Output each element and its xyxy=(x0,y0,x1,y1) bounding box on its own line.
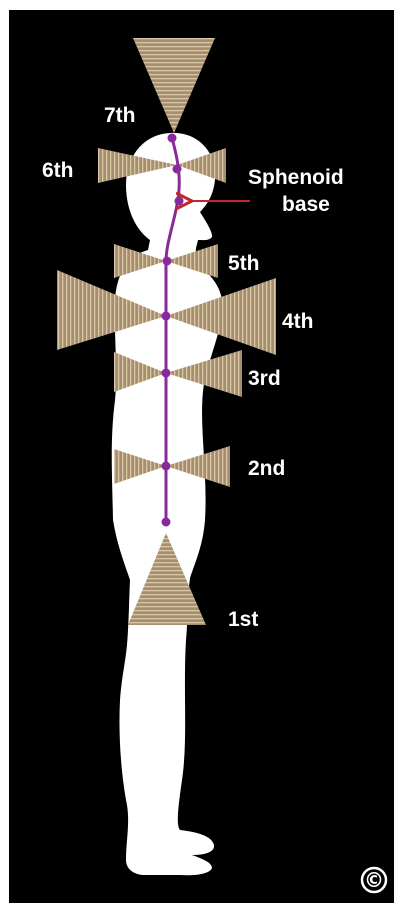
label-2nd: 2nd xyxy=(248,457,285,480)
copyright-mark: © xyxy=(362,868,386,892)
spine-dot-base xyxy=(162,518,171,527)
spine-dot-brow xyxy=(173,165,182,174)
label-sphenoid-line1: Sphenoid xyxy=(248,166,344,189)
label-7th: 7th xyxy=(104,104,136,127)
label-1st: 1st xyxy=(228,608,258,631)
spine-dot-crown xyxy=(168,134,177,143)
spine-dot-throat xyxy=(163,257,172,266)
spine-dot-solar-plexus xyxy=(162,369,171,378)
label-5th: 5th xyxy=(228,252,260,275)
spine-dot-heart xyxy=(162,312,171,321)
label-sphenoid-line2: base xyxy=(282,193,330,216)
copyright-text: © xyxy=(364,868,384,892)
label-4th: 4th xyxy=(282,310,314,333)
label-6th: 6th xyxy=(42,159,74,182)
spine-dot-sacral xyxy=(162,462,171,471)
label-3rd: 3rd xyxy=(248,367,281,390)
spine-dot-sphenoid xyxy=(175,197,184,206)
